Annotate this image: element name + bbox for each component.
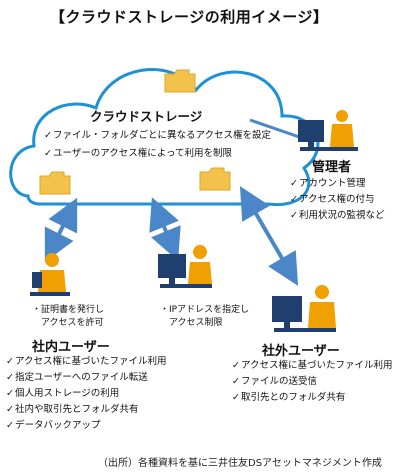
- external-label: 社外ユーザー: [262, 344, 340, 359]
- cert-note: ・証明書を発行し: [32, 305, 105, 315]
- ip-note: ・IPアドレスを指定し: [160, 305, 250, 315]
- external-item: 取引先とのフォルダ共有: [232, 390, 345, 406]
- internal-label: 社内ユーザー: [32, 340, 110, 355]
- arrow-internal-cert: [44, 197, 78, 263]
- external-item: アクセス権に基づいたファイル利用: [232, 358, 393, 374]
- external-item: ファイルの送受信: [232, 374, 317, 390]
- internal-item: 個人用ストレージの利用: [6, 386, 119, 402]
- internal-item: 社内や取引先とフォルダ共有: [6, 402, 139, 418]
- ip-note: アクセス制限: [160, 318, 223, 328]
- arrow-external: [239, 186, 299, 286]
- external-user-icon: [272, 285, 336, 332]
- cloud-feature: ユーザーのアクセス権によって利用を制限: [44, 146, 232, 162]
- admin-workstation-icon: [298, 110, 358, 151]
- page-title: 【クラウドストレージの利用イメージ】: [50, 8, 329, 26]
- internal-item: アクセス権に基づいたファイル利用: [6, 354, 167, 370]
- admin-label: 管理者: [312, 160, 352, 175]
- cert-note: アクセスを許可: [32, 318, 104, 328]
- internal-user-ip-icon: [158, 245, 212, 288]
- admin-item: アクセス権の付与: [290, 192, 375, 208]
- cloud-label: クラウドストレージ: [90, 109, 203, 124]
- source-note: （出所）各種資料を基に三井住友DSアセットマネジメント作成: [98, 458, 382, 469]
- admin-item: 利用状況の監視など: [290, 208, 385, 224]
- internal-item: データバックアップ: [6, 418, 101, 434]
- admin-item: アカウント管理: [290, 176, 366, 192]
- internal-item: 指定ユーザーへのファイル転送: [6, 370, 148, 386]
- folder-icon: [39, 171, 71, 195]
- cloud-feature: ファイル・フォルダごとに異なるアクセス権を設定: [44, 128, 271, 144]
- folder-icon: [199, 167, 231, 191]
- arrow-internal-ip: [149, 197, 181, 261]
- folder-icon: [164, 69, 196, 93]
- internal-user-cert-icon: [30, 253, 70, 296]
